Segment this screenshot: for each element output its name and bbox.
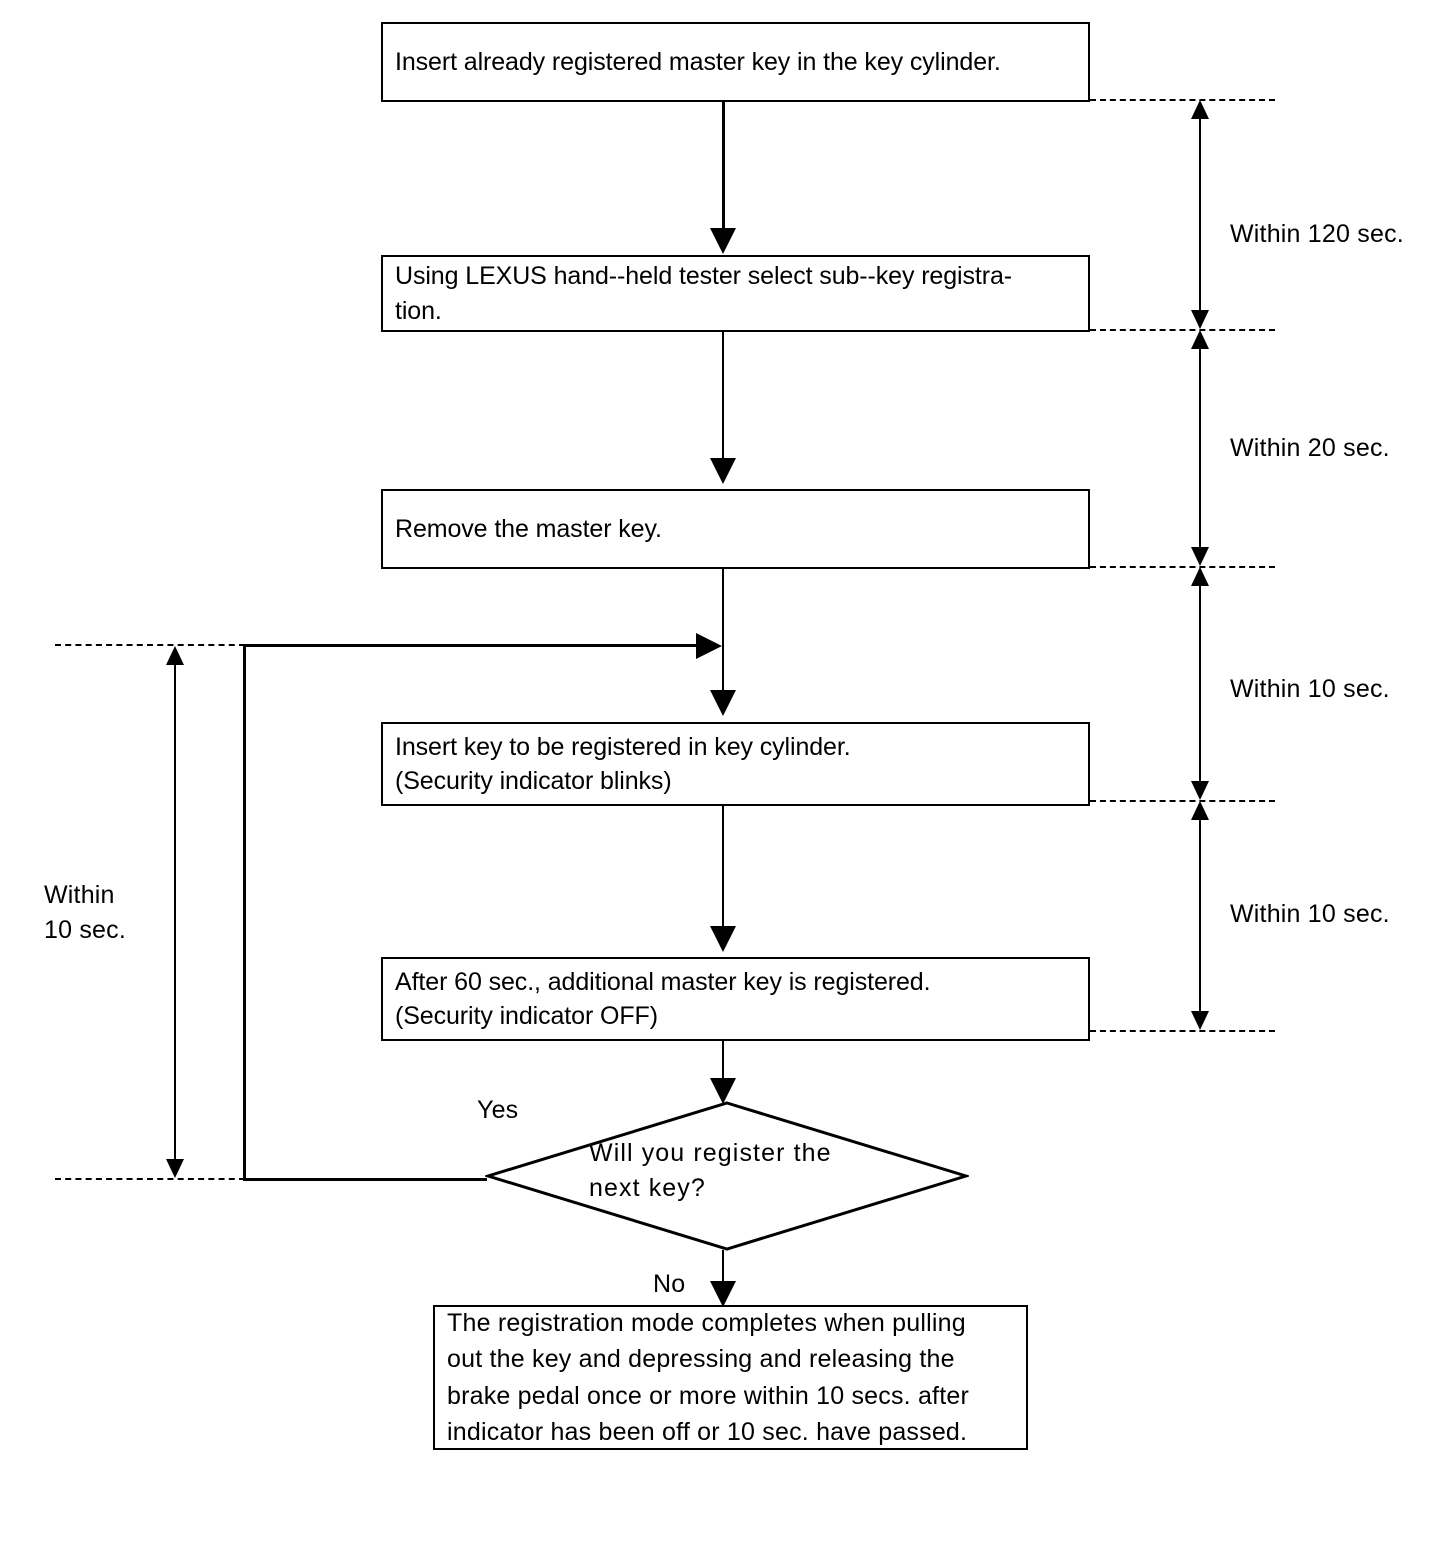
- result-box-registration-complete-text: The registration mode completes when pul…: [447, 1309, 969, 1446]
- connector-arrowhead-no-branch: [710, 1281, 736, 1307]
- connector-arrowhead-2: [710, 458, 736, 484]
- decision-diamond-text: Will you register the next key?: [589, 1139, 832, 1202]
- left-timing-arrowhead-up: [166, 646, 184, 665]
- connector-line-5: [722, 1041, 724, 1083]
- right-timing-arrowhead-up-10-lower: [1191, 801, 1209, 820]
- connector-arrowhead-3: [710, 690, 736, 716]
- connector-arrowhead-1: [710, 228, 736, 254]
- branch-label-yes: Yes: [477, 1096, 519, 1124]
- right-dash-reference-a: [1090, 99, 1275, 101]
- process-box-insert-key-to-register: Insert key to be registered in key cylin…: [381, 722, 1090, 806]
- decision-diamond-shape: [482, 1101, 972, 1251]
- process-box-insert-key-to-register-text: Insert key to be registered in key cylin…: [395, 732, 851, 796]
- left-timing-arrow-shaft: [174, 650, 176, 1174]
- branch-label-no: No: [653, 1270, 686, 1298]
- timing-label-within-120-sec: Within 120 sec.: [1230, 220, 1404, 248]
- process-box-insert-master-key: Insert already registered master key in …: [381, 22, 1090, 102]
- right-timing-shaft-120: [1199, 104, 1201, 324]
- right-timing-arrowhead-down-20: [1191, 547, 1209, 566]
- right-dash-reference-e: [1090, 1030, 1275, 1032]
- process-box-additional-key-registered-text: After 60 sec., additional master key is …: [395, 967, 931, 1031]
- right-timing-shaft-10-lower: [1199, 805, 1201, 1027]
- connector-line-2: [722, 332, 724, 460]
- loop-line-bottom: [243, 1178, 487, 1181]
- left-timing-arrowhead-down: [166, 1159, 184, 1178]
- right-dash-reference-b: [1090, 329, 1275, 331]
- process-box-select-sub-key-registration: Using LEXUS hand--held tester select sub…: [381, 255, 1090, 332]
- connector-arrowhead-5: [710, 1078, 736, 1104]
- right-timing-shaft-10-upper: [1199, 571, 1201, 796]
- right-timing-shaft-20: [1199, 334, 1201, 562]
- loop-line-top: [243, 644, 700, 647]
- timing-label-within-10-sec-lower: Within 10 sec.: [1230, 900, 1390, 928]
- process-box-insert-master-key-text: Insert already registered master key in …: [395, 47, 1001, 76]
- right-timing-arrowhead-up-10-upper: [1191, 567, 1209, 586]
- right-timing-arrowhead-down-120: [1191, 310, 1209, 329]
- loop-arrowhead-right: [696, 633, 722, 659]
- timing-label-within-20-sec: Within 20 sec.: [1230, 434, 1390, 462]
- left-dash-reference-top: [55, 644, 245, 646]
- loop-line-vertical: [243, 646, 246, 1180]
- process-box-remove-master-key: Remove the master key.: [381, 489, 1090, 569]
- connector-line-3: [722, 569, 724, 694]
- connector-line-1: [722, 102, 725, 230]
- right-timing-arrowhead-down-10-lower: [1191, 1011, 1209, 1030]
- decision-diamond-register-next-key: Will you register the next key?: [482, 1100, 972, 1252]
- process-box-remove-master-key-text: Remove the master key.: [395, 514, 662, 543]
- right-timing-arrowhead-up-20: [1191, 330, 1209, 349]
- right-timing-arrowhead-up-120: [1191, 100, 1209, 119]
- connector-arrowhead-4: [710, 926, 736, 952]
- connector-line-4: [722, 806, 724, 930]
- process-box-additional-key-registered: After 60 sec., additional master key is …: [381, 957, 1090, 1041]
- right-timing-arrowhead-down-10-upper: [1191, 781, 1209, 800]
- timing-label-loop-within-10-sec: Within 10 sec.: [44, 881, 127, 944]
- timing-label-within-10-sec-upper: Within 10 sec.: [1230, 675, 1390, 703]
- connector-line-no-branch: [722, 1250, 724, 1288]
- result-box-registration-complete: The registration mode completes when pul…: [433, 1305, 1028, 1450]
- process-box-select-sub-key-registration-text: Using LEXUS hand--held tester select sub…: [395, 262, 1012, 325]
- right-dash-reference-d: [1090, 800, 1275, 802]
- left-dash-reference-bottom: [55, 1178, 245, 1180]
- right-dash-reference-c: [1090, 566, 1275, 568]
